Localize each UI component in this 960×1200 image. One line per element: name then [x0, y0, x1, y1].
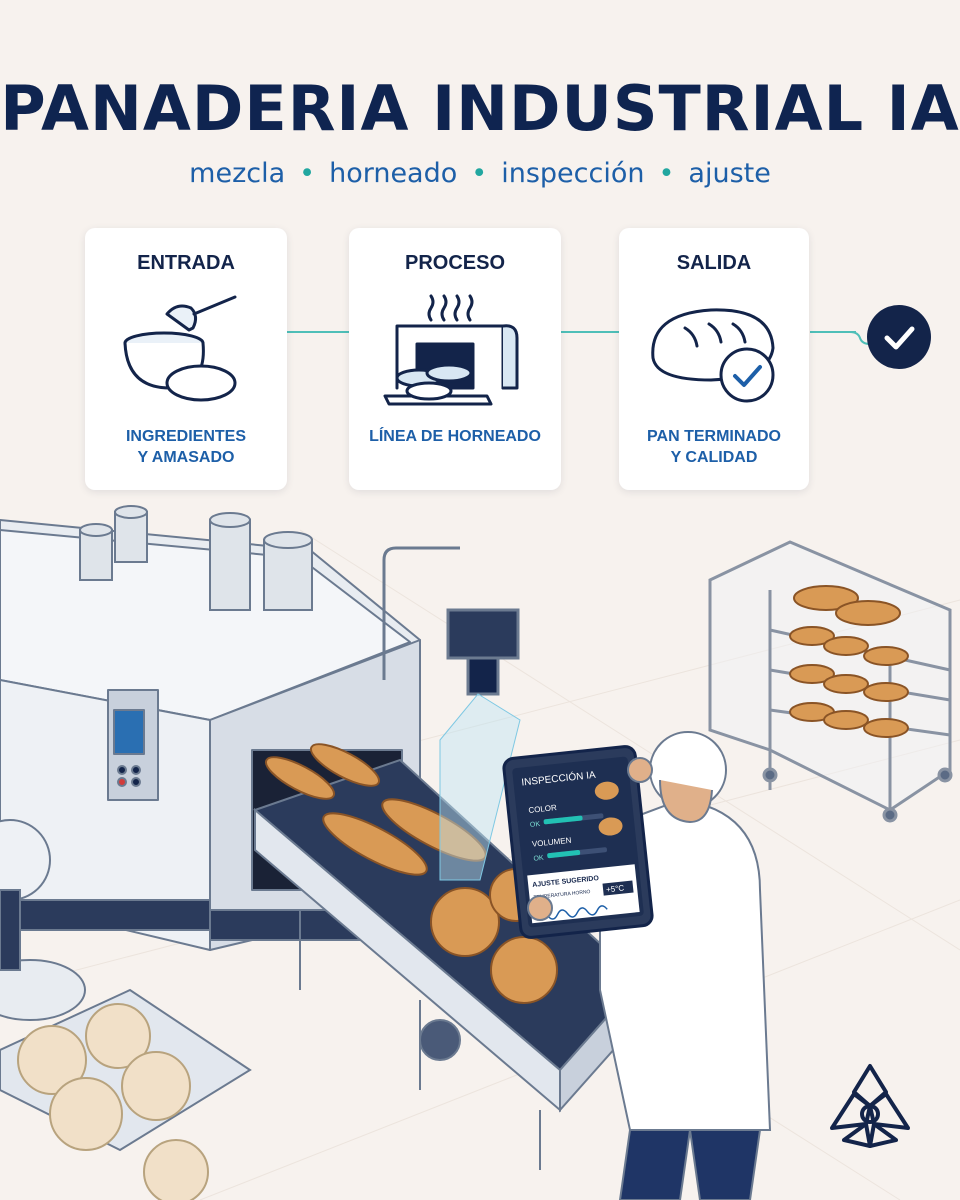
card-salida: SALIDA PAN TERMINADO Y CALIDAD: [619, 228, 809, 490]
oven-conveyor-icon: [383, 294, 519, 406]
step-separator: •: [299, 158, 316, 189]
step-bake: horneado: [329, 158, 458, 189]
checkmark-icon: [884, 326, 915, 350]
card-caption: LÍNEA DE HORNEADO: [369, 428, 541, 445]
inspection-camera: [382, 546, 521, 881]
metric-label: VOLUMEN: [532, 836, 573, 849]
card-title: ENTRADA: [137, 252, 235, 274]
process-steps: mezcla • horneado • inspección • ajuste: [0, 158, 960, 189]
mixing-bowl-icon: [123, 295, 237, 402]
metric-status: OK: [533, 855, 544, 863]
inspection-tablet: INSPECCIÓN IA COLOR OK VOLUMEN OK AJUSTE…: [502, 745, 654, 939]
temp-value: +5°C: [606, 883, 625, 894]
step-inspect: inspección: [501, 158, 645, 189]
flow-connector: [561, 331, 619, 333]
factory-scene-illustration: INSPECCIÓN IA COLOR OK VOLUMEN OK AJUSTE…: [0, 505, 960, 1200]
metric-level-bar: [547, 850, 581, 859]
mixer: [0, 819, 86, 1021]
temp-label: TEMPERATURA HORNO: [533, 889, 591, 901]
connector-bend: [850, 331, 870, 345]
card-title: PROCESO: [404, 252, 506, 274]
page-title: PANADERIA INDUSTRIAL IA: [0, 72, 960, 145]
card-proceso: PROCESO LÍNEA DE HORNEADO: [349, 228, 561, 490]
step-separator: •: [658, 158, 675, 189]
dough-tray: [0, 988, 252, 1200]
step-mix: mezcla: [189, 158, 286, 189]
bread-check-icon: [651, 308, 775, 403]
card-entrada: ENTRADA INGREDIENTES Y AMASADO: [85, 228, 287, 490]
card-caption: PAN TERMINADO Y CALIDAD: [647, 428, 781, 466]
step-separator: •: [471, 158, 488, 189]
metric-label: COLOR: [528, 803, 557, 815]
metric-status: OK: [530, 821, 541, 829]
step-adjust: ajuste: [688, 158, 771, 189]
completion-check: [867, 305, 931, 369]
flow-connector: [810, 331, 856, 333]
flow-connector: [287, 331, 349, 333]
brand-logo: [830, 1064, 910, 1148]
card-title: SALIDA: [676, 252, 752, 274]
card-caption: INGREDIENTES Y AMASADO: [125, 428, 246, 466]
metric-level-bar: [543, 815, 583, 825]
